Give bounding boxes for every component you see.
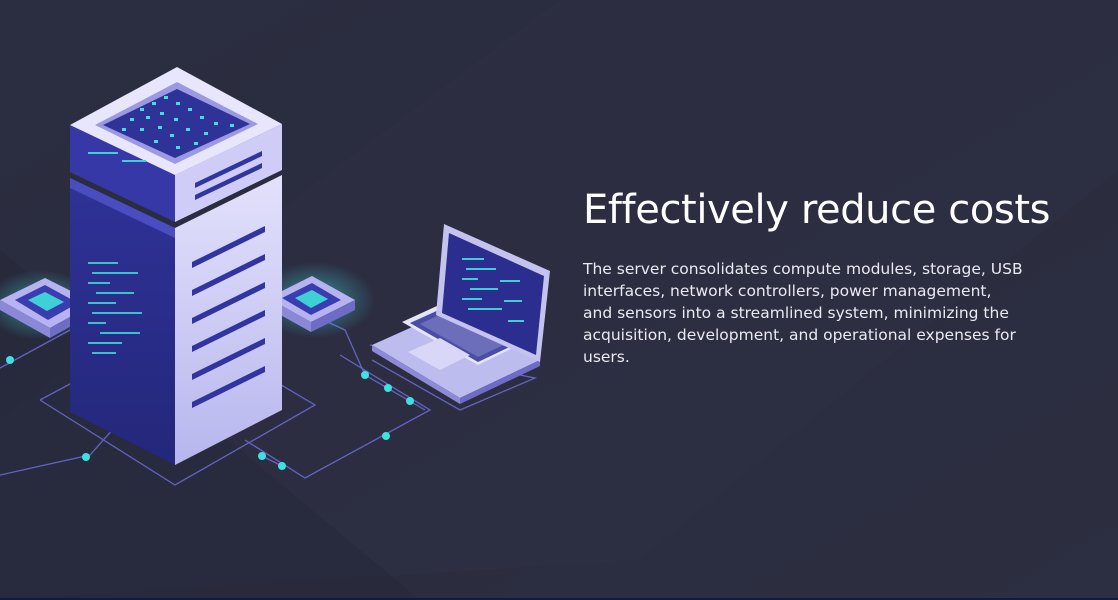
section-description: The server consolidates compute modules,… [583, 260, 1023, 366]
bottom-divider [0, 598, 1118, 600]
laptop-icon [372, 224, 550, 404]
section-headline: Effectively reduce costs [583, 187, 1051, 233]
server-icon [70, 67, 282, 465]
server-illustration [0, 67, 550, 486]
feature-text: Effectively reduce costs The server cons… [583, 186, 1053, 368]
circuit-nodes [6, 356, 414, 470]
